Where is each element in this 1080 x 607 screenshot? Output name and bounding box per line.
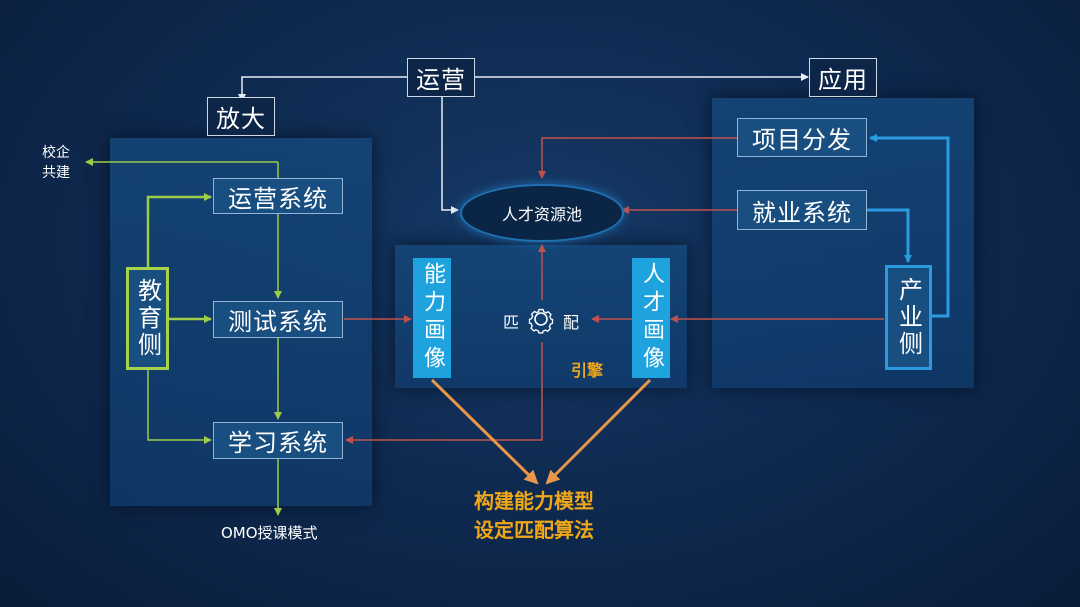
apply-box: 应用	[809, 58, 877, 97]
gear-icon	[528, 308, 554, 334]
employment-system-box: 就业系统	[737, 190, 867, 230]
industry-side-box: 产业侧	[885, 265, 932, 370]
omo-label: OMO授课模式	[221, 524, 318, 542]
learn-system-box: 学习系统	[213, 422, 343, 459]
ops-box: 运营	[407, 58, 475, 97]
ops-system-box: 运营系统	[213, 178, 343, 214]
match-left-char: 匹	[503, 313, 520, 332]
engine-label: 引擎	[571, 361, 604, 380]
education-side-box: 教育侧	[126, 267, 169, 370]
talent-pool-ellipse: 人才资源池	[460, 184, 624, 242]
match-right-char: 配	[563, 313, 580, 332]
test-system-box: 测试系统	[213, 301, 343, 338]
school-enterprise-line1: 校企	[42, 145, 70, 161]
school-enterprise-line2: 共建	[42, 165, 70, 181]
school-enterprise-label: 校企 共建	[42, 143, 70, 183]
project-dispatch-box: 项目分发	[737, 118, 867, 157]
conclusion-line2: 设定匹配算法	[474, 518, 594, 542]
ability-portrait-bar: 能力画像	[413, 258, 451, 378]
conclusion-text: 构建能力模型 设定匹配算法	[474, 487, 594, 545]
talent-portrait-bar: 人才画像	[632, 258, 670, 378]
conclusion-line1: 构建能力模型	[474, 489, 594, 513]
amplify-box: 放大	[207, 97, 275, 136]
